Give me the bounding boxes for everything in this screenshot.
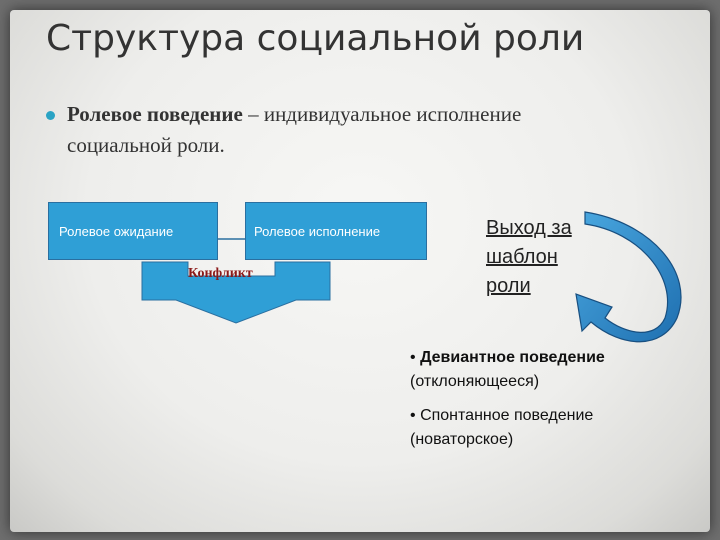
list-item: • Девиантное поведение (отклоняющееся) [410, 346, 700, 394]
main-bullet-line2: социальной роли. [67, 133, 225, 157]
curved-arrow-icon [575, 211, 682, 343]
exit-line1: Выход за [486, 217, 572, 239]
list-item-title: Спонтанное поведение [420, 407, 594, 424]
exit-line2: шаблон [486, 246, 558, 268]
conflict-label: Конфликт [188, 266, 253, 281]
exit-line3: роли [486, 275, 531, 297]
paper-background [10, 10, 710, 532]
list-bullet: • [410, 349, 416, 366]
conflict-arrow [141, 261, 331, 324]
behavior-list: • Девиантное поведение (отклоняющееся) •… [410, 346, 700, 462]
list-item-title: Девиантное поведение [420, 349, 605, 366]
list-item: • Спонтанное поведение (новаторское) [410, 404, 700, 452]
term-definition: – индивидуальное исполнение [242, 102, 522, 126]
term-role-behavior: Ролевое поведение [67, 102, 243, 126]
main-bullet-line1: Ролевое поведение – индивидуальное испол… [67, 99, 521, 130]
list-item-sub: (отклоняющееся) [410, 373, 540, 390]
exit-pattern-text: Выход за шаблон роли [486, 214, 572, 301]
bullet-dot-icon [46, 111, 55, 120]
slide-title: Структура социальной роли [46, 18, 585, 59]
box-role-expectation: Ролевое ожидание [48, 202, 218, 260]
box-role-performance: Ролевое исполнение [245, 202, 427, 260]
list-item-sub: (новаторское) [410, 431, 514, 448]
list-bullet: • [410, 407, 416, 424]
